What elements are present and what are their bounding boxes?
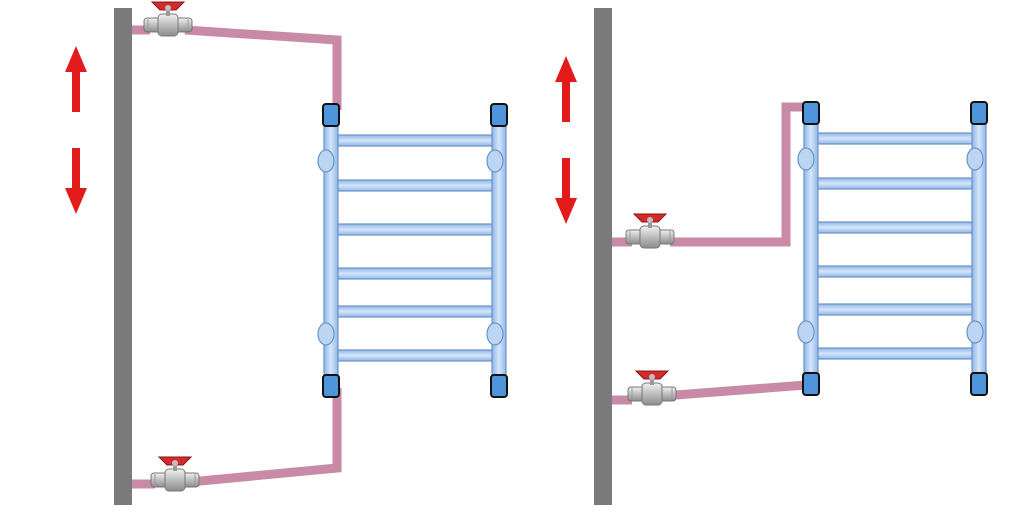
connector-cap-icon [322,103,508,398]
return-pipe [189,388,342,487]
crossbars [817,132,973,360]
return-pipe [675,380,807,400]
ball-valve-icon [150,456,200,492]
wall [114,8,132,505]
connector-cap-icon [802,101,988,396]
wall-brackets [317,149,504,346]
crossbars [337,134,493,362]
supply-pipe [184,25,342,110]
diagram-top-bottom-connection [65,1,508,505]
ball-valve-icon [625,213,675,249]
double-vertical-arrow-icon [65,46,87,214]
diagram-side-connection [555,8,988,505]
double-vertical-arrow-icon [555,56,577,224]
wall [594,8,612,505]
ball-valve-icon [627,370,677,406]
towel-rail [317,103,508,398]
supply-pipe [670,102,806,247]
towel-rail [797,101,988,396]
ball-valve-icon [143,1,193,37]
wall-brackets [797,147,984,344]
